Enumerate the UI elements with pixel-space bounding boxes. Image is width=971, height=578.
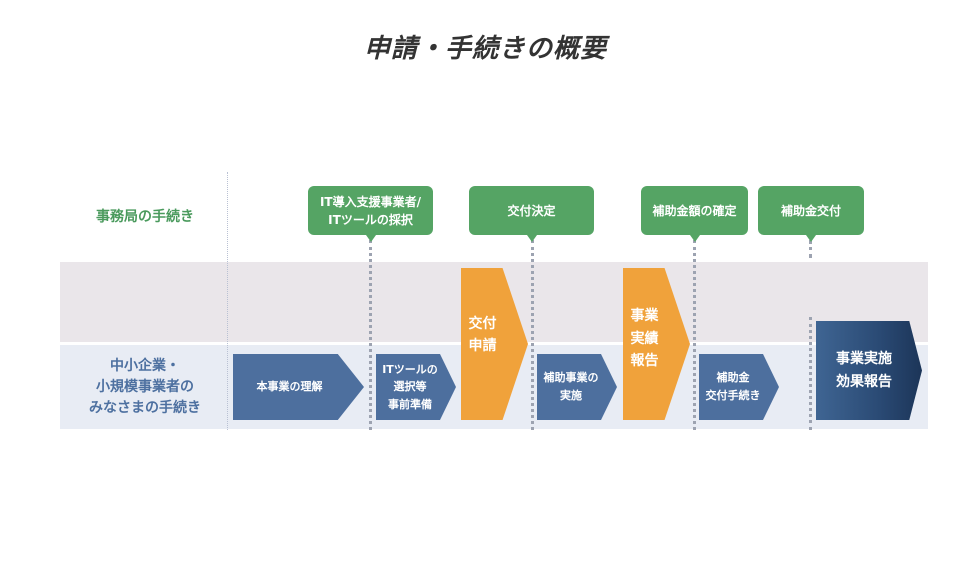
user-step-apply-line: 申請 <box>468 338 497 354</box>
user-step-report-line: 報告 <box>630 353 659 370</box>
user-step-effect-report-line: 事業実施 <box>836 351 892 368</box>
user-row-label-line: 小規模事業者の <box>96 379 194 395</box>
user-step-select-tool: ITツールの 選択等 事前準備 <box>376 354 456 420</box>
connector-line-5 <box>809 317 812 430</box>
user-step-apply-text: 交付 申請 <box>469 313 521 358</box>
user-step-grant-procedure-line: 交付手続き <box>705 389 761 402</box>
connector-line-2 <box>531 240 534 430</box>
user-step-apply-line: 交付 <box>468 315 497 332</box>
row-divider <box>227 172 228 430</box>
user-row-label: 中小企業・ 小規模事業者の みなさまの手続き <box>60 356 230 419</box>
user-step-report-text: 事業 実績 報告 <box>631 305 683 372</box>
office-step-adoption-line: IT導入支援事業者/ <box>319 194 422 209</box>
user-step-implement-text: 補助事業の 実施 <box>544 369 611 404</box>
user-step-report-line: 事業 <box>630 308 659 325</box>
connector-line-4 <box>809 240 812 258</box>
user-step-report-line: 実績 <box>630 330 659 347</box>
user-step-effect-report: 事業実施 効果報告 <box>816 321 922 420</box>
office-step-amount-confirm-label: 補助金額の確定 <box>652 203 737 218</box>
office-step-amount-confirm: 補助金額の確定 <box>641 186 748 242</box>
user-step-effect-report-text: 事業実施 効果報告 <box>836 348 902 393</box>
user-row-label-line: 中小企業・ <box>110 358 180 374</box>
user-step-understand-label: 本事業の理解 <box>256 380 323 394</box>
user-step-select-tool-line: ITツールの <box>382 362 438 376</box>
user-step-grant-procedure: 補助金 交付手続き <box>699 354 779 420</box>
user-step-select-tool-line: 事前準備 <box>387 397 432 411</box>
office-step-grant-decision: 交付決定 <box>469 186 594 242</box>
office-row-label: 事務局の手続き <box>96 209 194 225</box>
office-step-adoption: IT導入支援事業者/ ITツールの採択 <box>308 186 433 242</box>
user-step-understand: 本事業の理解 <box>233 354 364 420</box>
office-step-subsidy-payment-label: 補助金交付 <box>780 203 841 218</box>
user-step-effect-report-line: 効果報告 <box>836 373 892 390</box>
office-step-adoption-line: ITツールの採択 <box>328 212 413 227</box>
user-step-grant-procedure-line: 補助金 <box>716 371 750 385</box>
office-step-subsidy-payment: 補助金交付 <box>758 186 864 242</box>
user-row-label-line: みなさまの手続き <box>89 400 201 416</box>
user-step-implement-line: 補助事業の <box>543 371 599 385</box>
user-step-implement: 補助事業の 実施 <box>537 354 617 420</box>
connector-line-3 <box>693 240 696 430</box>
user-step-grant-procedure-text: 補助金 交付手続き <box>706 369 773 404</box>
user-step-select-tool-line: 選択等 <box>393 380 427 394</box>
connector-line-1 <box>369 240 372 430</box>
user-step-select-tool-text: ITツールの 選択等 事前準備 <box>382 361 450 414</box>
page-title: 申請・手続きの概要 <box>363 34 607 64</box>
user-step-implement-line: 実施 <box>560 389 582 402</box>
office-step-grant-decision-label: 交付決定 <box>507 203 556 218</box>
